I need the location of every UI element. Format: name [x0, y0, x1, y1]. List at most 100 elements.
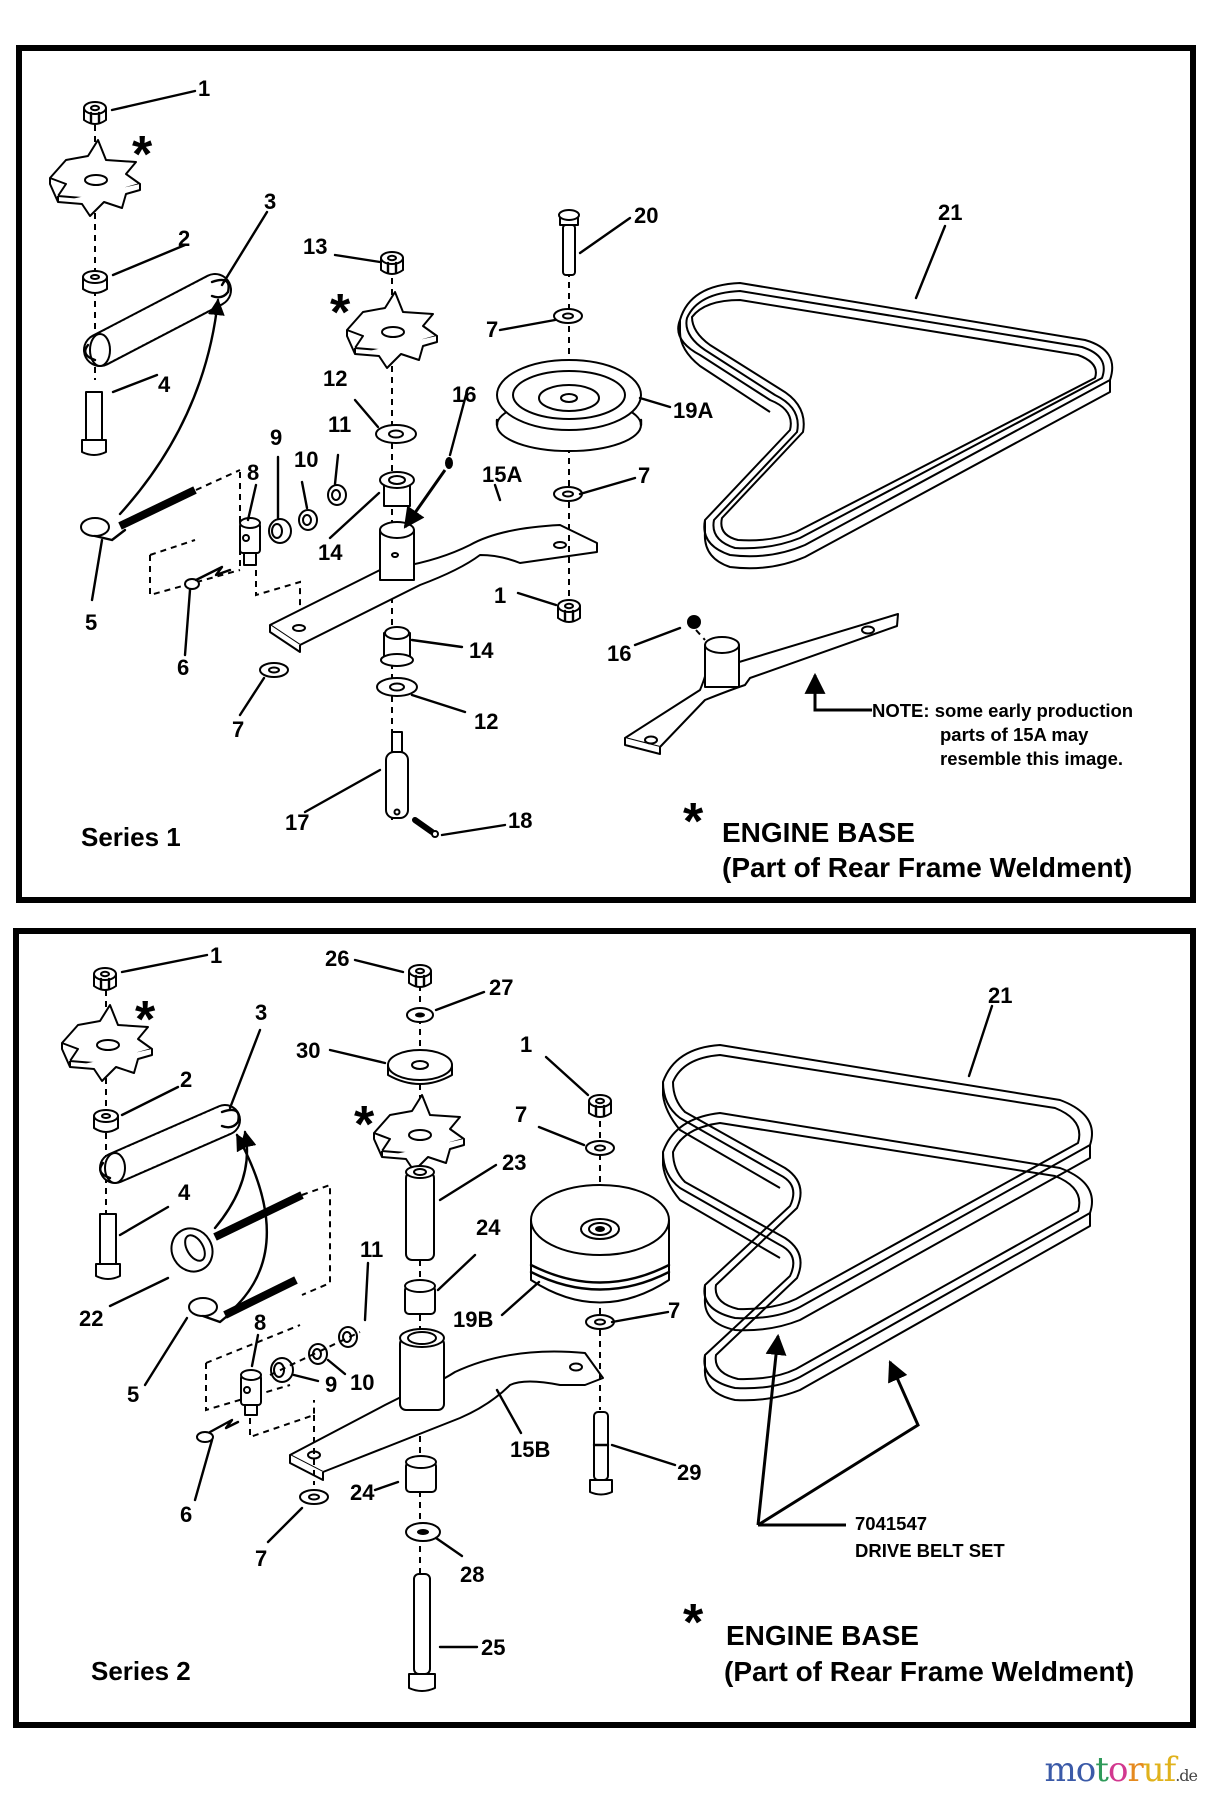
- callout-label: 22: [79, 1306, 103, 1331]
- callout-label: 8: [254, 1310, 266, 1335]
- bushing-icon: [379, 471, 415, 507]
- callout-label: 21: [988, 983, 1012, 1008]
- callout-label: 1: [210, 943, 222, 968]
- watermark-suffix: .de: [1175, 1766, 1198, 1785]
- callout-label: 5: [127, 1382, 139, 1407]
- series-label: Series 2: [91, 1656, 191, 1686]
- jam-nut-icon: [298, 509, 318, 531]
- engine-base-title: ENGINE BASE: [722, 817, 915, 848]
- drive-belt-icon: [677, 282, 1114, 570]
- callout-label: 1: [198, 76, 210, 101]
- callout-label: 11: [328, 412, 351, 437]
- callout-label: 1: [494, 583, 506, 608]
- callout-label: 27: [489, 975, 513, 1000]
- callout-label: 23: [502, 1150, 526, 1175]
- flat-washer-icon: [376, 677, 418, 697]
- leader-lines: [90, 89, 947, 837]
- cotter-pin-icon: [412, 817, 439, 838]
- flat-washer-icon: [299, 1489, 329, 1505]
- hex-nut-icon: [379, 250, 405, 276]
- bolt-icon: [95, 1213, 121, 1280]
- note-line-1: NOTE: some early production: [872, 700, 1133, 721]
- hairpin-clip-icon: [196, 1418, 240, 1443]
- callout-label: 7: [515, 1102, 527, 1127]
- pulley-bolt-icon: [558, 209, 580, 276]
- idler-arm-icon: [289, 1328, 604, 1481]
- callout-label: 12: [323, 366, 347, 391]
- flat-washer-icon: [585, 1140, 615, 1156]
- lock-washer-icon: [406, 1007, 434, 1023]
- engine-base-marker: *: [354, 1096, 375, 1154]
- idler-arm-icon: [269, 521, 598, 653]
- callout-label: 7: [486, 317, 498, 342]
- watermark-letter: f: [1163, 1750, 1177, 1790]
- lock-nut-icon: [338, 1326, 358, 1348]
- spring-icon: [83, 273, 232, 367]
- engine-base-marker: *: [135, 991, 156, 1049]
- callout-label: 9: [270, 425, 282, 450]
- spring-attach-arrow: [118, 298, 225, 516]
- engine-base-title: ENGINE BASE: [726, 1620, 919, 1651]
- panel-series-2: 1 * 2 3 4 22 5 6 7 8 9 10 11 26 27 30 * …: [13, 928, 1196, 1728]
- callout-label: 21: [938, 200, 962, 225]
- callout-label: 2: [180, 1067, 192, 1092]
- callout-label: 14: [318, 540, 343, 565]
- engine-base-plate-icon: [49, 139, 141, 217]
- callout-label: 5: [85, 610, 97, 635]
- flat-washer-icon: [405, 1522, 441, 1542]
- callout-label: 24: [350, 1480, 375, 1505]
- callout-label: 10: [350, 1370, 374, 1395]
- engine-base-star: *: [683, 793, 704, 851]
- watermark-letter: t: [1095, 1750, 1109, 1790]
- hex-nut-icon: [556, 598, 582, 624]
- early-15a-arm-icon: [624, 613, 899, 755]
- callout-label: 7: [255, 1546, 267, 1571]
- callout-label: 18: [508, 808, 532, 833]
- eyebolt-icon: [170, 1191, 304, 1273]
- callout-label: 7: [232, 717, 244, 742]
- leader-lines: [108, 953, 994, 1649]
- flat-washer-icon: [375, 424, 417, 444]
- pulley-bolt-icon: [589, 1411, 613, 1496]
- callout-label: 4: [178, 1180, 191, 1205]
- lock-nut-icon: [327, 484, 347, 506]
- belt-set-label: DRIVE BELT SET: [855, 1540, 1005, 1561]
- watermark-letter: r: [1127, 1750, 1143, 1790]
- callout-label: 26: [325, 946, 349, 971]
- hook-bolt-icon: [188, 1276, 298, 1324]
- series-label: Series 1: [81, 822, 181, 852]
- watermark-letter: o: [1107, 1750, 1129, 1790]
- idler-pulley-icon: [529, 1184, 671, 1304]
- note-line-2: parts of 15A may: [940, 724, 1089, 745]
- callout-label: 15A: [482, 462, 522, 487]
- flat-washer-icon: [553, 308, 583, 324]
- flat-washer-icon: [585, 1314, 615, 1330]
- watermark-letter: o: [1075, 1750, 1097, 1790]
- flat-washer-icon: [553, 486, 583, 502]
- engine-base-star: *: [683, 1594, 704, 1652]
- panel-1-frame: [16, 45, 1196, 903]
- bushing-icon: [404, 1279, 436, 1315]
- callout-label: 30: [296, 1038, 320, 1063]
- engine-base-subtitle: (Part of Rear Frame Weldment): [724, 1656, 1134, 1687]
- watermark-letter: u: [1142, 1750, 1165, 1790]
- callout-label: 12: [474, 709, 498, 734]
- callout-label: 25: [481, 1635, 505, 1660]
- callout-label: 16: [452, 382, 476, 407]
- engine-base-marker: *: [132, 126, 153, 184]
- callout-label: 2: [178, 226, 190, 251]
- callout-label: 1: [520, 1032, 532, 1057]
- callout-label: 28: [460, 1562, 484, 1587]
- callout-label: 19A: [673, 398, 713, 423]
- hex-nut-icon: [92, 966, 118, 992]
- bolt-icon: [81, 391, 107, 456]
- grease-fitting-arrow: [403, 469, 447, 529]
- callout-label: 24: [476, 1215, 501, 1240]
- callout-label: 9: [325, 1372, 337, 1397]
- callout-label: 7: [668, 1298, 680, 1323]
- spring-icon: [99, 1104, 241, 1184]
- callout-label: 17: [285, 810, 309, 835]
- flange-nut-icon: [93, 1109, 119, 1133]
- flat-washer-icon: [259, 662, 289, 678]
